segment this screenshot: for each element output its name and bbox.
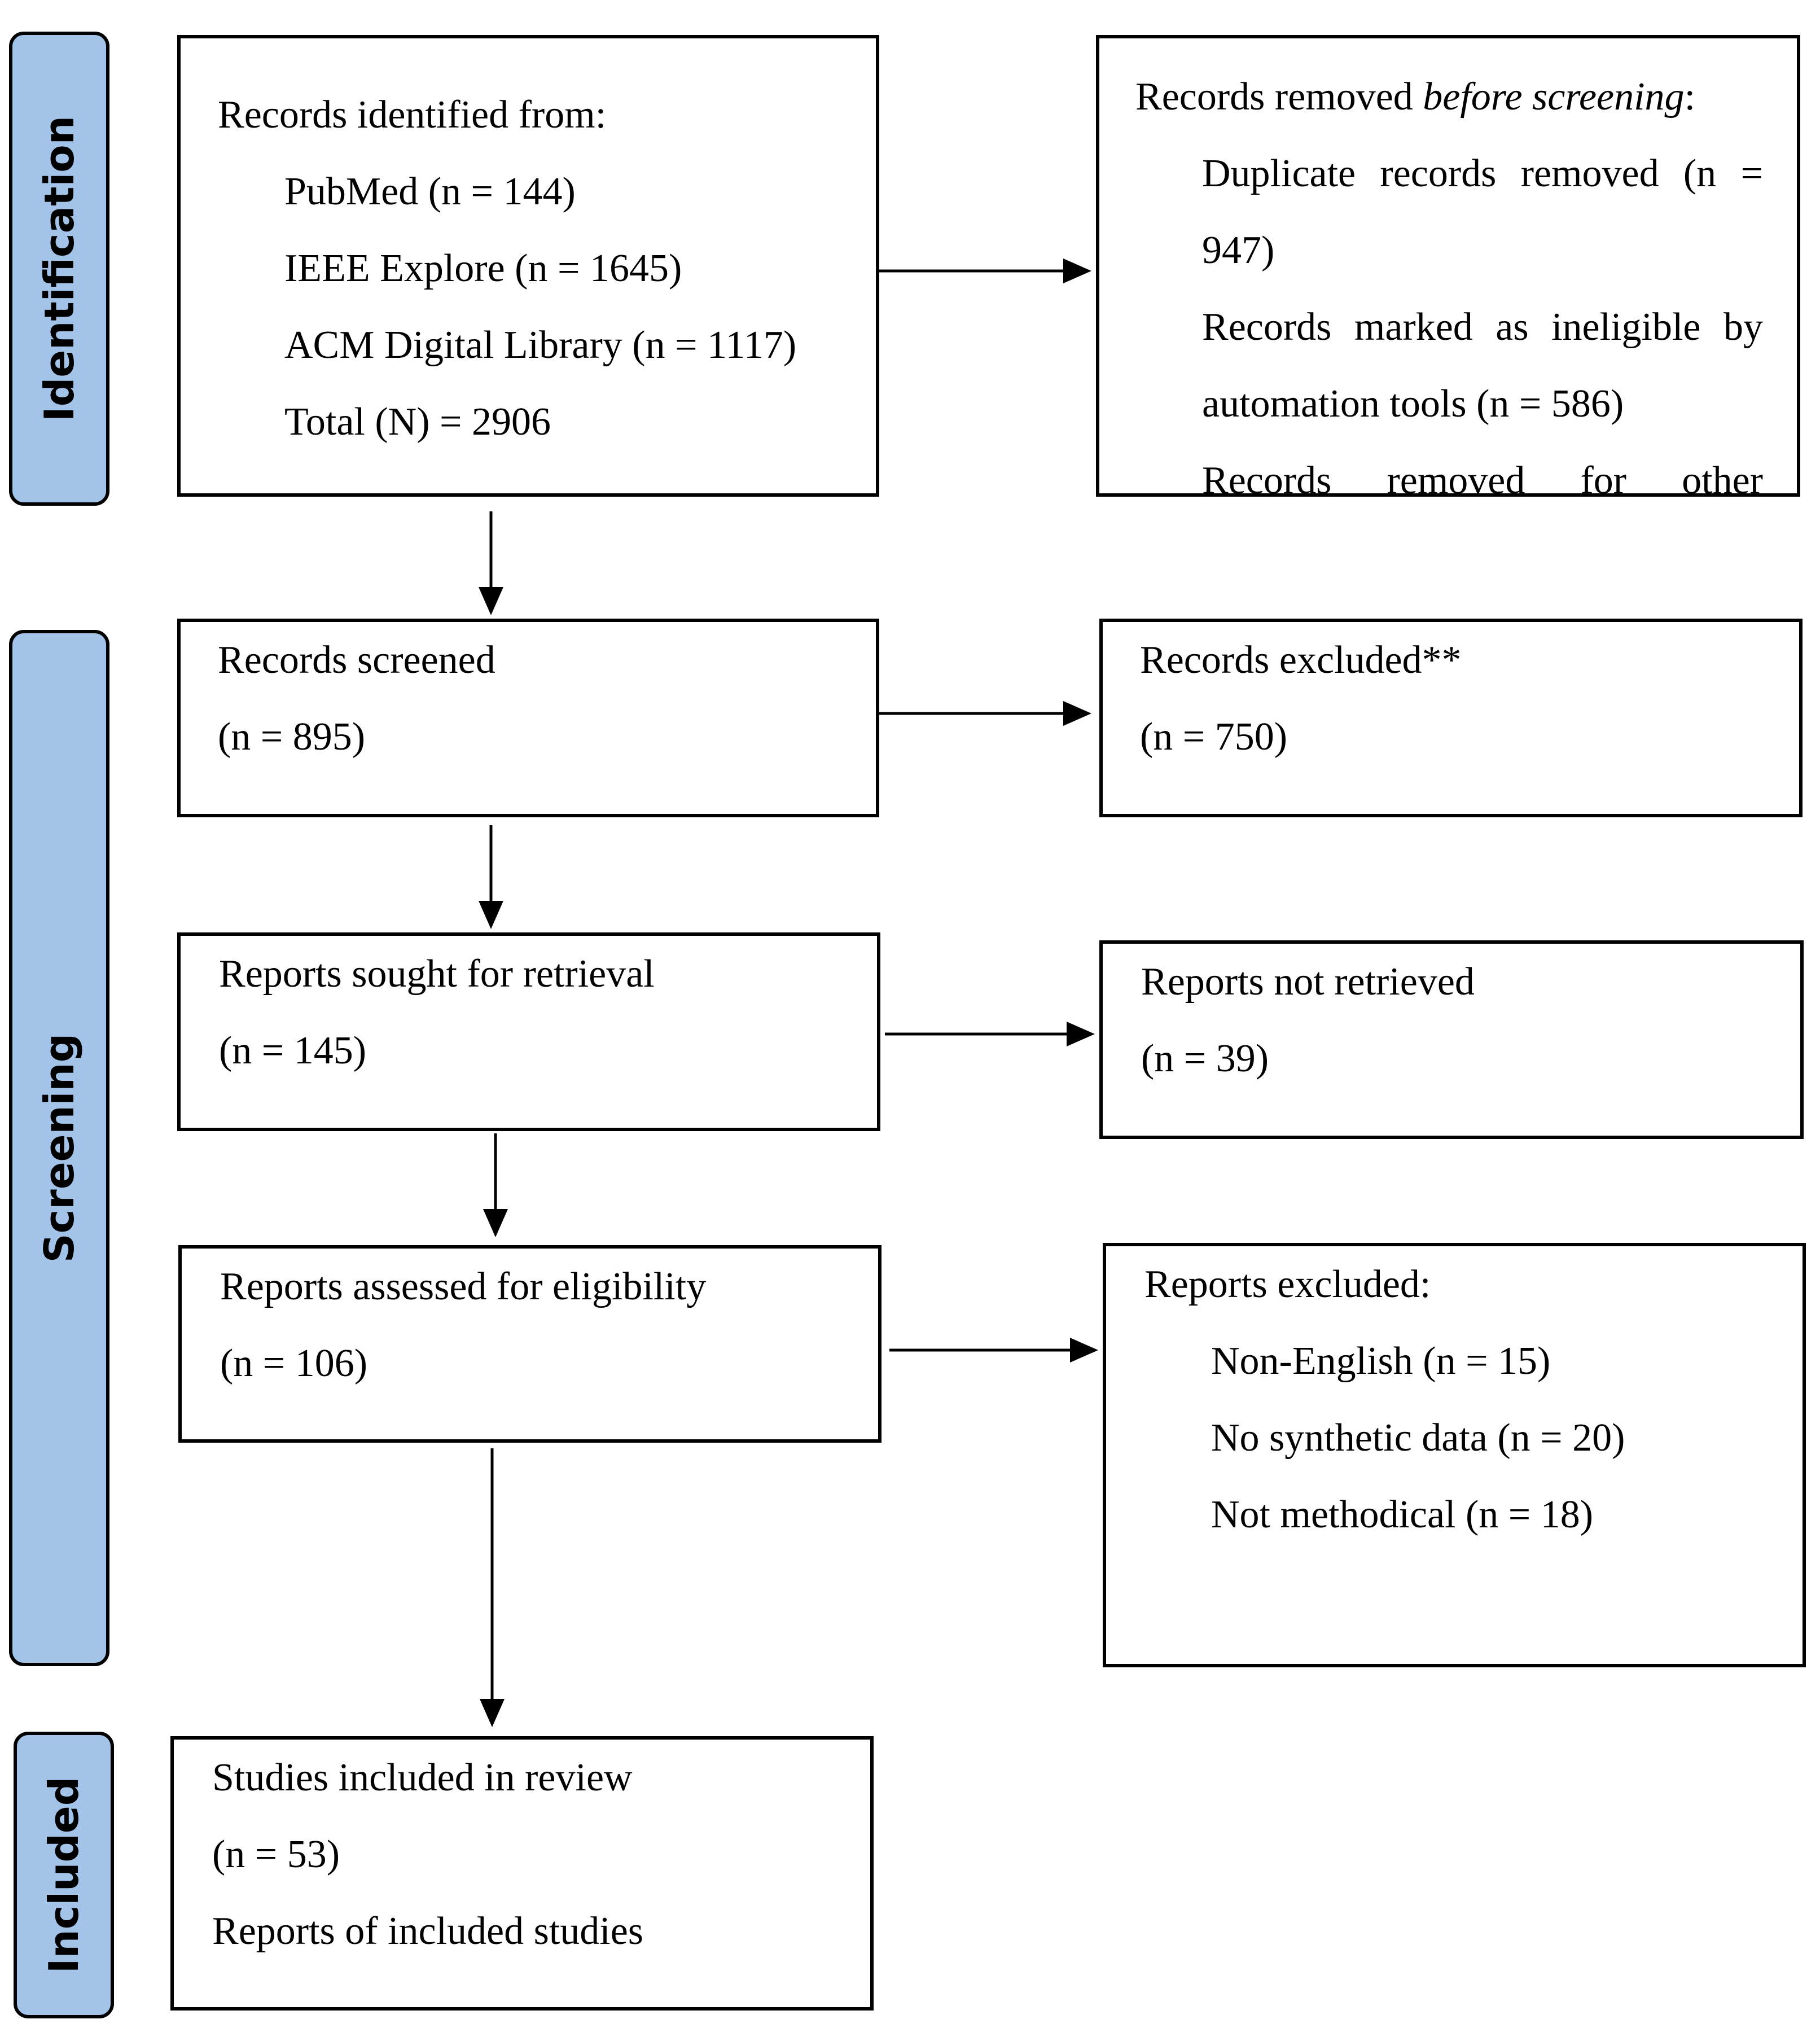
phase-identification: Identification bbox=[9, 32, 109, 506]
records-excluded-count: (n = 750) bbox=[1140, 715, 1288, 759]
records-screened-box: Records screened (n = 895) bbox=[177, 619, 879, 817]
phase-included: Included bbox=[14, 1732, 114, 2018]
records-excluded-label: Records excluded** bbox=[1140, 638, 1462, 682]
reports-sought-count: (n = 145) bbox=[219, 1029, 367, 1072]
reports-sought-label: Reports sought for retrieval bbox=[219, 952, 655, 996]
ineligible-records-line: Records marked as ineligible by bbox=[1202, 305, 1763, 349]
source-pubmed: PubMed (n = 144) bbox=[284, 170, 576, 213]
reports-not-retrieved-count: (n = 39) bbox=[1141, 1037, 1269, 1080]
records-identified-heading: Records identified from: bbox=[218, 93, 607, 137]
arrowhead bbox=[480, 1699, 505, 1727]
duplicate-records-entry: Duplicate records removed (n = 947) bbox=[1135, 135, 1763, 289]
reports-assessed-label: Reports assessed for eligibility bbox=[220, 1265, 707, 1308]
records-removed-heading: Records removed before screening: bbox=[1135, 75, 1696, 119]
source-ieee: IEEE Explore (n = 1645) bbox=[284, 247, 682, 290]
reports-sought-box: Reports sought for retrieval (n = 145) bbox=[177, 932, 880, 1131]
exclusion-reason: Non-English (n = 15) bbox=[1211, 1339, 1551, 1383]
arrowhead bbox=[1063, 259, 1091, 283]
ineligible-records-entry: Records marked as ineligible by automati… bbox=[1135, 289, 1763, 443]
duplicate-records-count: 947) bbox=[1202, 229, 1275, 272]
ineligible-records-count: automation tools (n = 586) bbox=[1202, 382, 1624, 426]
source-acm: ACM Digital Library (n = 1117) bbox=[284, 323, 797, 367]
records-total: Total (N) = 2906 bbox=[284, 400, 551, 444]
reports-not-retrieved-label: Reports not retrieved bbox=[1141, 960, 1475, 1004]
exclusion-reason: No synthetic data (n = 20) bbox=[1211, 1416, 1625, 1460]
records-identified-box: Records identified from: PubMed (n = 144… bbox=[177, 35, 879, 497]
records-screened-count: (n = 895) bbox=[218, 715, 366, 759]
reports-assessed-count: (n = 106) bbox=[220, 1342, 368, 1385]
reports-not-retrieved-box: Reports not retrieved (n = 39) bbox=[1099, 940, 1804, 1139]
records-excluded-box: Records excluded** (n = 750) bbox=[1099, 619, 1803, 817]
reports-assessed-box: Reports assessed for eligibility (n = 10… bbox=[178, 1245, 882, 1443]
studies-included-box: Studies included in review (n = 53) Repo… bbox=[170, 1736, 874, 2011]
reports-of-included-studies: Reports of included studies bbox=[212, 1909, 644, 1953]
other-reasons-line: Records removed for other bbox=[1202, 459, 1763, 497]
arrowhead bbox=[1070, 1338, 1098, 1363]
records-screened-label: Records screened bbox=[218, 638, 495, 682]
arrowhead bbox=[479, 587, 503, 615]
exclusion-reason: Not methodical (n = 18) bbox=[1211, 1493, 1594, 1536]
studies-included-count: (n = 53) bbox=[212, 1833, 340, 1876]
studies-included-label: Studies included in review bbox=[212, 1756, 633, 1799]
reports-excluded-heading: Reports excluded: bbox=[1144, 1263, 1431, 1306]
records-removed-box: Records removed before screening: Duplic… bbox=[1096, 35, 1800, 497]
duplicate-records-line: Duplicate records removed (n = bbox=[1202, 152, 1763, 195]
arrowhead bbox=[479, 901, 503, 929]
other-reasons-entry: Records removed for other bbox=[1135, 443, 1763, 497]
phase-screening: Screening bbox=[9, 630, 109, 1666]
arrowhead bbox=[483, 1209, 508, 1237]
arrowhead bbox=[1063, 701, 1091, 726]
arrowhead bbox=[1067, 1022, 1095, 1046]
reports-excluded-box: Reports excluded: Non-English (n = 15) N… bbox=[1103, 1243, 1806, 1667]
